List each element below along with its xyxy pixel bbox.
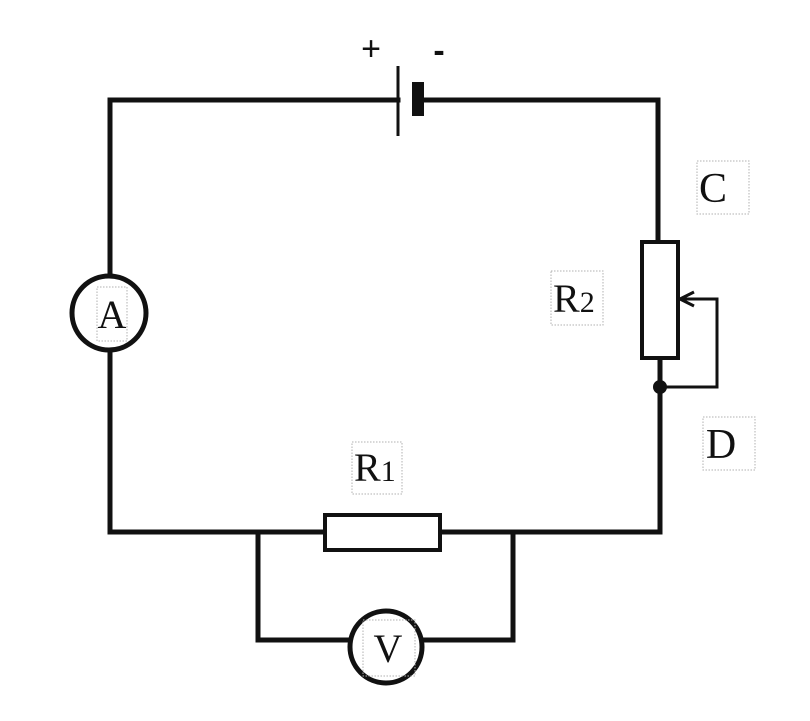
slider-wire bbox=[660, 297, 719, 389]
resistor-r1-label-main: R bbox=[354, 445, 381, 490]
battery-minus-sign: - bbox=[433, 32, 444, 70]
resistor-r1-body bbox=[323, 513, 442, 552]
battery: + - bbox=[361, 30, 445, 136]
terminal-c-box bbox=[696, 160, 750, 215]
battery-plus-sign: + bbox=[361, 30, 381, 68]
voltmeter-circle bbox=[347, 608, 425, 686]
terminal-d-box bbox=[702, 416, 756, 471]
resistor-r1: R1 bbox=[323, 441, 442, 552]
terminal-c-label: C bbox=[699, 166, 727, 212]
voltmeter: V bbox=[347, 608, 425, 686]
resistor-r1-label-sub: 1 bbox=[381, 455, 396, 488]
voltmeter-symbol: V bbox=[374, 626, 403, 671]
ammeter-label-box bbox=[96, 286, 128, 342]
ammeter: A bbox=[69, 273, 149, 353]
resistor-r2-label-box bbox=[550, 270, 604, 326]
resistor-r1-label: R1 bbox=[354, 445, 396, 490]
resistor-r2-label-main: R bbox=[553, 276, 580, 321]
resistor-r2-body bbox=[640, 240, 680, 360]
junction-dot bbox=[653, 380, 667, 394]
resistor-r1-label-box bbox=[351, 441, 403, 495]
resistor-r2-label: R2 bbox=[553, 276, 595, 321]
slider-arrow-icon bbox=[679, 290, 695, 308]
terminal-d-label: D bbox=[706, 422, 736, 468]
battery-negative-plate bbox=[412, 82, 424, 116]
resistor-r2-label-sub: 2 bbox=[580, 286, 595, 319]
ammeter-symbol: A bbox=[98, 292, 127, 337]
resistor-r2: R2 bbox=[550, 240, 719, 394]
